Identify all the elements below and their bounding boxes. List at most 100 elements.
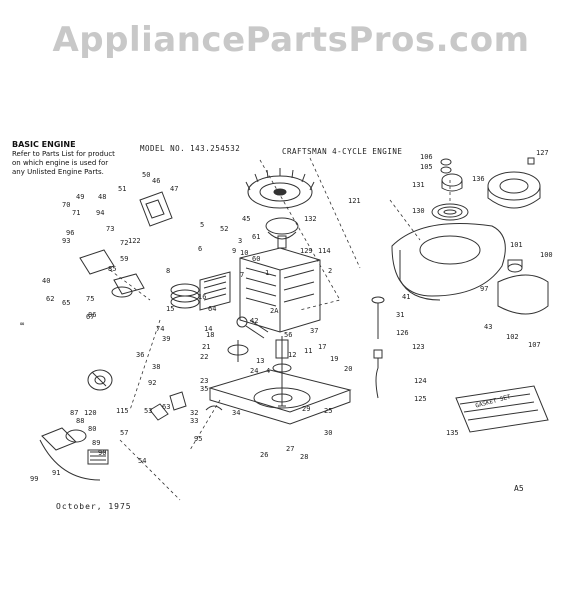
part-label: 62	[46, 295, 55, 303]
part-label: 93	[62, 237, 71, 245]
part-label: 43	[484, 323, 493, 331]
gasket-set-drawing	[455, 385, 549, 433]
blower-housing-drawing	[391, 223, 506, 301]
part-label: 13	[256, 357, 265, 365]
page-margin-mark: ∞	[20, 320, 25, 328]
part-label: 92	[148, 379, 157, 387]
part-label: 115	[116, 407, 129, 415]
part-label: 57	[120, 429, 129, 437]
part-label: 49	[76, 193, 85, 201]
part-label: 130	[412, 207, 425, 215]
part-label: 65	[62, 299, 71, 307]
part-label: 40	[42, 277, 51, 285]
part-label: 19	[330, 355, 339, 363]
part-label: 124	[414, 377, 427, 385]
part-label: 2A	[270, 307, 279, 315]
part-label: 100	[540, 251, 553, 259]
part-label: 29	[302, 405, 311, 413]
piston-rings-drawing	[170, 283, 200, 309]
part-label: 27	[286, 445, 295, 453]
header-block: BASIC ENGINE Refer to Parts List for pro…	[12, 140, 115, 176]
part-label: 42	[250, 317, 259, 325]
part-label: 88	[76, 417, 85, 425]
part-label: 8	[166, 267, 171, 275]
part-label: 127	[536, 149, 549, 157]
starter-cup-drawing	[441, 173, 463, 192]
part-label: 125	[414, 395, 427, 403]
part-label: 30	[324, 429, 333, 437]
part-label: 74	[156, 325, 165, 333]
flywheel-drawing	[245, 168, 315, 209]
part-label: 96	[66, 229, 75, 237]
part-label: 18	[206, 331, 215, 339]
part-label: 72	[120, 239, 129, 247]
part-label: 91	[52, 469, 61, 477]
part-label: 105	[420, 163, 433, 171]
dipstick-drawing	[371, 296, 385, 399]
ignition-parts-drawing	[149, 391, 223, 421]
part-label: 6	[198, 245, 203, 253]
header-note-line: Refer to Parts List for product	[12, 150, 115, 158]
part-label: 56	[284, 331, 293, 339]
part-label: 123	[412, 343, 425, 351]
site-watermark: AppliancePartsPros.com	[52, 20, 530, 60]
part-label: 126	[396, 329, 409, 337]
part-label: 136	[472, 175, 485, 183]
exploded-parts-drawing	[39, 157, 549, 501]
part-label: 52	[220, 225, 229, 233]
part-label: 61	[252, 233, 261, 241]
part-label: 70	[62, 201, 71, 209]
crankcase-cover-drawing	[208, 369, 352, 425]
part-label: 121	[348, 197, 361, 205]
part-label: 11	[304, 347, 313, 355]
part-label: 102	[506, 333, 519, 341]
fuel-tank-drawing	[497, 259, 549, 315]
page-number: A5	[514, 484, 524, 493]
part-label: 120	[84, 409, 97, 417]
part-label: 80	[88, 425, 97, 433]
part-label: 38	[152, 363, 161, 371]
part-label: 3	[238, 237, 243, 245]
cylinder-head-drawing	[199, 271, 231, 311]
part-label: 101	[510, 241, 523, 249]
part-label: 53	[144, 407, 153, 415]
part-label: 25	[324, 407, 333, 415]
part-label: 54	[138, 457, 147, 465]
part-label: 107	[528, 341, 541, 349]
part-label: 1	[265, 269, 270, 277]
part-label: 94	[96, 209, 105, 217]
part-label: 51	[118, 185, 127, 193]
gasket-plate-drawing	[139, 191, 173, 227]
part-label: 46	[152, 177, 161, 185]
part-label: 59	[120, 255, 129, 263]
part-label: 9	[232, 247, 237, 255]
part-label: 106	[420, 153, 433, 161]
part-label: 41	[402, 293, 411, 301]
header-note-line: on which engine is used for	[12, 159, 109, 167]
part-label: 34	[232, 409, 241, 417]
part-label: 26	[260, 451, 269, 459]
part-label: 14	[204, 325, 213, 333]
part-label: 37	[310, 327, 319, 335]
connecting-rod-drawing	[236, 316, 269, 339]
section-title: BASIC ENGINE	[12, 140, 76, 149]
cylinder-block-drawing	[239, 247, 321, 333]
header-note-line: any Unlisted Engine Parts.	[12, 168, 104, 176]
part-label: 17	[318, 343, 327, 351]
cam-gear-drawing	[227, 340, 249, 362]
carburetor-drawing	[79, 249, 145, 298]
part-label: 33	[190, 417, 199, 425]
parts-diagram-page: BASIC ENGINE Refer to Parts List for pro…	[10, 140, 575, 520]
small-parts-drawing	[440, 157, 535, 174]
part-label: 132	[304, 215, 317, 223]
part-label: 73	[106, 225, 115, 233]
magneto-drawing	[265, 217, 299, 249]
part-label: 10	[240, 249, 249, 257]
part-label: 5	[200, 221, 205, 229]
part-label: 47	[170, 185, 179, 193]
part-label: 32	[190, 409, 199, 417]
part-label: 86	[88, 311, 97, 319]
part-label: 63	[162, 403, 171, 411]
part-label: 45	[242, 215, 251, 223]
part-label: 95	[194, 435, 203, 443]
